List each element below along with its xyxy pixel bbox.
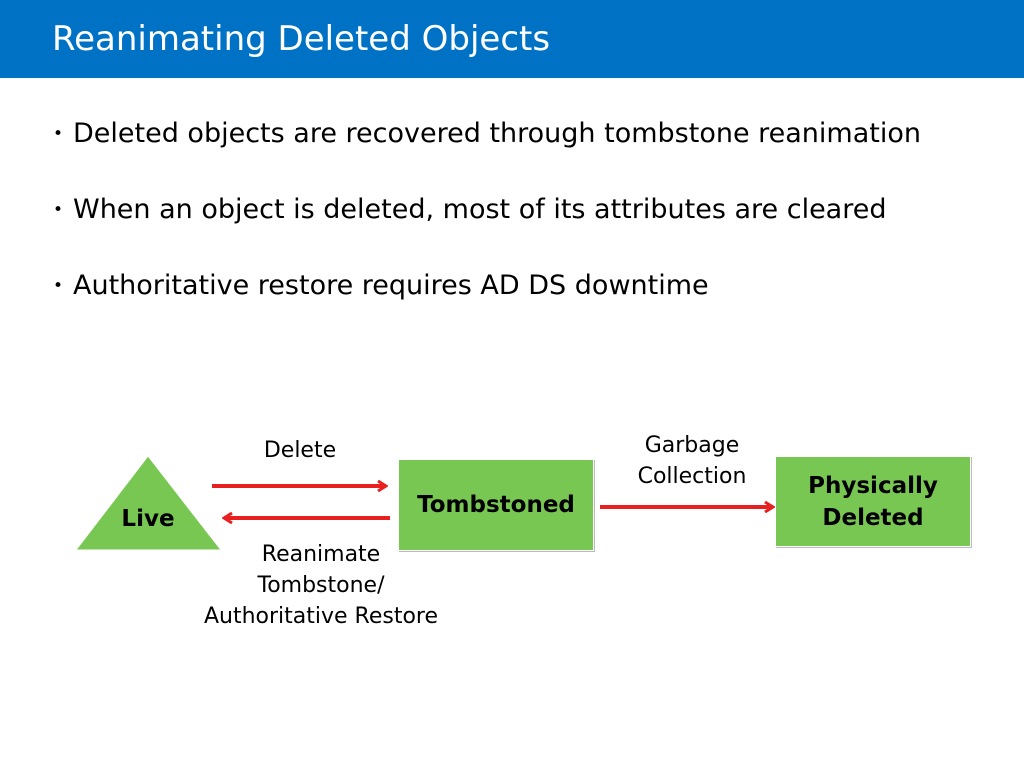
bullet-dot-icon: •	[53, 276, 64, 296]
bullet-dot-icon: •	[53, 200, 64, 220]
garbage-collection-transition-label: Garbage Collection	[617, 430, 767, 492]
reanimate-transition-label: Reanimate Tombstone/ Authoritative Resto…	[178, 539, 464, 632]
delete-transition-label: Delete	[240, 435, 360, 466]
bullet-text: Deleted objects are recovered through to…	[73, 118, 921, 149]
reanimate-line-2: Tombstone/	[257, 573, 385, 598]
garbage-line-1: Garbage	[644, 433, 740, 458]
bullet-item: • Authoritative restore requires AD DS d…	[52, 266, 932, 306]
tombstoned-state-label: Tombstoned	[417, 492, 575, 518]
live-state-label: Live	[121, 506, 175, 532]
bullet-item: • When an object is deleted, most of its…	[52, 190, 932, 230]
physically-deleted-state-box: Physically Deleted	[775, 456, 971, 547]
physically-deleted-state-label: Physically Deleted	[808, 472, 938, 531]
bullet-list: • Deleted objects are recovered through …	[52, 114, 932, 342]
bullet-text: When an object is deleted, most of its a…	[73, 194, 887, 225]
bullet-item: • Deleted objects are recovered through …	[52, 114, 932, 154]
title-bar: Reanimating Deleted Objects	[0, 0, 1024, 78]
delete-label-text: Delete	[263, 438, 337, 463]
tombstoned-state-box: Tombstoned	[398, 459, 594, 551]
reanimate-line-1: Reanimate	[261, 542, 381, 567]
slide-title: Reanimating Deleted Objects	[52, 19, 551, 59]
bullet-text: Authoritative restore requires AD DS dow…	[73, 270, 709, 301]
bullet-dot-icon: •	[53, 124, 64, 144]
garbage-line-2: Collection	[637, 464, 747, 489]
reanimate-line-3: Authoritative Restore	[203, 604, 439, 629]
